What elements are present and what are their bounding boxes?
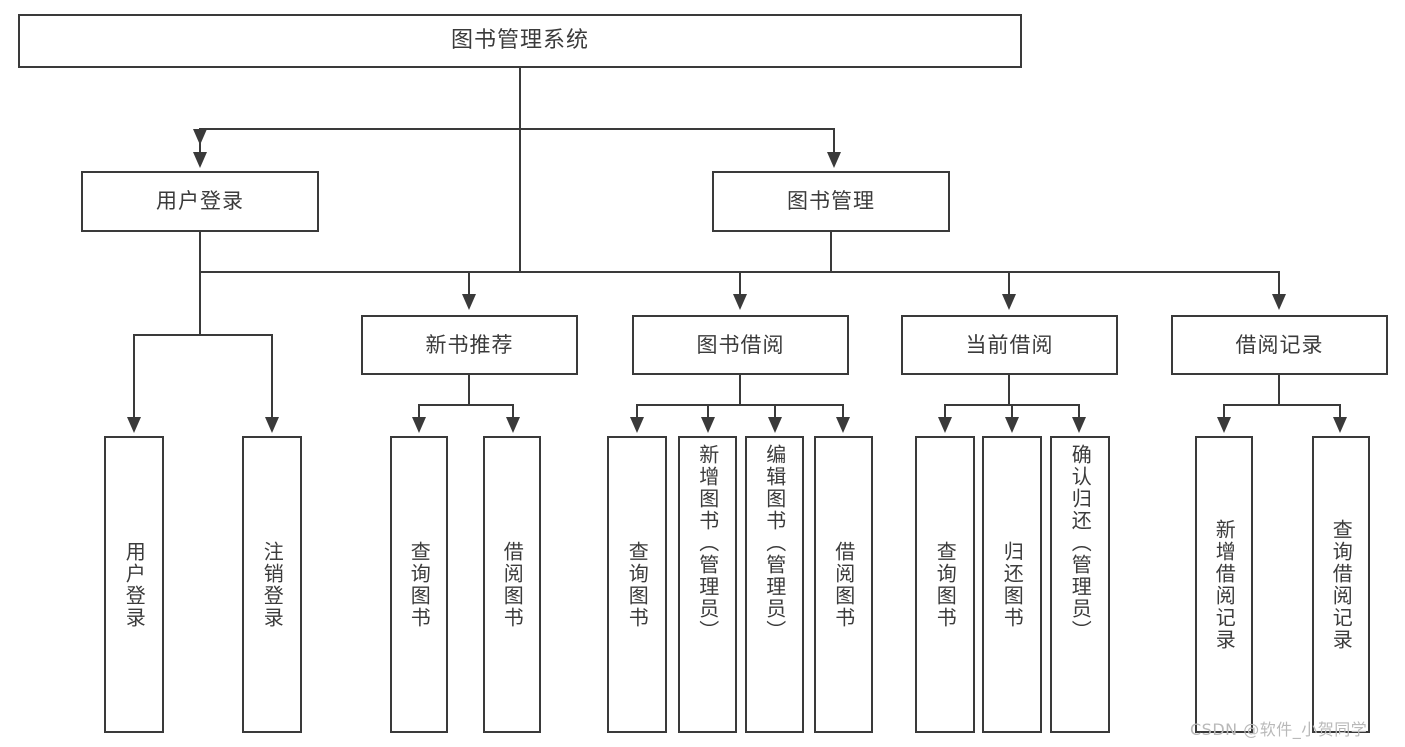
leaf-bb-query[interactable]: 查询图书 xyxy=(607,436,667,733)
connector-bookmgmt-stem xyxy=(830,232,832,272)
connector-drop-cb-query xyxy=(944,404,946,418)
node-current-borrow[interactable]: 当前借阅 xyxy=(901,315,1118,375)
node-label: 查询借阅记录 xyxy=(1329,518,1354,651)
leaf-bb-edit-book[interactable]: 编辑图书（管理员） xyxy=(745,436,804,733)
connector-drop-book-borrow xyxy=(739,271,741,295)
node-label: 查询图书 xyxy=(625,540,650,629)
node-label: 用户登录 xyxy=(122,540,147,629)
node-borrow-record[interactable]: 借阅记录 xyxy=(1171,315,1388,375)
arrowhead-cb-confirm xyxy=(1072,417,1086,433)
connector-drop-br-add xyxy=(1223,404,1225,418)
arrowhead-nb-query xyxy=(412,417,426,433)
connector-userlogin-stem xyxy=(199,232,201,335)
node-label: 归还图书 xyxy=(1000,540,1025,629)
leaf-bb-borrow-book[interactable]: 借阅图书 xyxy=(814,436,873,733)
connector-bookborrow-bus xyxy=(636,404,844,406)
node-label: 新书推荐 xyxy=(425,332,514,357)
connector-drop-bb-edit xyxy=(774,404,776,418)
arrowhead-bb-borrow xyxy=(836,417,850,433)
connector-drop-nb-borrow xyxy=(512,404,514,418)
connector-drop-borrow-record xyxy=(1278,271,1280,295)
arrowhead-bb-add xyxy=(701,417,715,433)
connector-drop-bb-query xyxy=(636,404,638,418)
connector-drop-user-login xyxy=(199,128,201,153)
leaf-br-query-record[interactable]: 查询借阅记录 xyxy=(1312,436,1370,733)
arrowhead-book-borrow xyxy=(733,294,747,310)
connector-drop-login xyxy=(133,334,135,418)
arrowhead-login xyxy=(127,417,141,433)
arrowhead-cb-return xyxy=(1005,417,1019,433)
node-label: 新增借阅记录 xyxy=(1212,518,1237,651)
arrowhead-user-login-2 xyxy=(193,152,207,168)
node-label: 查询图书 xyxy=(933,540,958,629)
arrowhead-bb-query xyxy=(630,417,644,433)
connector-root-stem xyxy=(519,68,521,272)
connector-level2-bus-main xyxy=(199,128,835,130)
node-label: 编辑图书（管理员） xyxy=(762,444,787,642)
connector-borrowrecord-bus xyxy=(1223,404,1341,406)
arrowhead-new-book xyxy=(462,294,476,310)
node-user-login[interactable]: 用户登录 xyxy=(81,171,319,232)
connector-currentborrow-stem xyxy=(1008,375,1010,405)
node-label: 当前借阅 xyxy=(965,332,1054,357)
connector-drop-cb-confirm xyxy=(1078,404,1080,418)
node-label: 图书管理系统 xyxy=(450,28,589,54)
connector-newbook-bus xyxy=(418,404,514,406)
arrowhead-nb-borrow xyxy=(506,417,520,433)
connector-drop-new-book xyxy=(468,271,470,295)
node-label: 确认归还（管理员） xyxy=(1068,444,1093,642)
connector-drop-br-query xyxy=(1339,404,1341,418)
connector-bookborrow-stem xyxy=(739,375,741,405)
node-label: 图书借阅 xyxy=(696,332,785,357)
leaf-logout[interactable]: 注销登录 xyxy=(242,436,302,733)
csdn-watermark: CSDN @软件_小贺同学 xyxy=(1190,720,1368,739)
connector-drop-bb-borrow xyxy=(842,404,844,418)
node-root-system[interactable]: 图书管理系统 xyxy=(18,14,1022,68)
node-label: 注销登录 xyxy=(260,540,285,629)
node-label: 借阅图书 xyxy=(500,540,525,629)
leaf-br-add-record[interactable]: 新增借阅记录 xyxy=(1195,436,1253,733)
connector-drop-current-borrow xyxy=(1008,271,1010,295)
connector-newbook-stem xyxy=(468,375,470,405)
leaf-newbook-borrow[interactable]: 借阅图书 xyxy=(483,436,541,733)
node-label: 用户登录 xyxy=(156,189,244,214)
connector-drop-book-mgmt xyxy=(833,128,835,153)
arrowhead-current-borrow xyxy=(1002,294,1016,310)
connector-borrowrecord-stem xyxy=(1278,375,1280,405)
node-book-management[interactable]: 图书管理 xyxy=(712,171,950,232)
arrowhead-br-add xyxy=(1217,417,1231,433)
arrowhead-bb-edit xyxy=(768,417,782,433)
leaf-cb-confirm-return[interactable]: 确认归还（管理员） xyxy=(1050,436,1110,733)
connector-drop-bb-add xyxy=(707,404,709,418)
leaf-newbook-query[interactable]: 查询图书 xyxy=(390,436,448,733)
arrowhead-cb-query xyxy=(938,417,952,433)
connector-drop-cb-return xyxy=(1011,404,1013,418)
node-label: 图书管理 xyxy=(787,189,875,214)
connector-userlogin-bus xyxy=(133,334,273,336)
node-label: 新增图书（管理员） xyxy=(695,444,720,642)
node-label: 借阅记录 xyxy=(1235,332,1324,357)
arrowhead-br-query xyxy=(1333,417,1347,433)
connector-level3-bus xyxy=(468,271,1280,273)
arrowhead-book-mgmt xyxy=(827,152,841,168)
node-label: 借阅图书 xyxy=(831,540,856,629)
node-new-book-recommend[interactable]: 新书推荐 xyxy=(361,315,578,375)
node-label: 查询图书 xyxy=(407,540,432,629)
connector-drop-nb-query xyxy=(418,404,420,418)
node-book-borrow[interactable]: 图书借阅 xyxy=(632,315,849,375)
leaf-cb-return[interactable]: 归还图书 xyxy=(982,436,1042,733)
leaf-bb-add-book[interactable]: 新增图书（管理员） xyxy=(678,436,737,733)
arrowhead-logout xyxy=(265,417,279,433)
leaf-user-login[interactable]: 用户登录 xyxy=(104,436,164,733)
connector-drop-logout xyxy=(271,334,273,418)
arrowhead-borrow-record xyxy=(1272,294,1286,310)
leaf-cb-query[interactable]: 查询图书 xyxy=(915,436,975,733)
